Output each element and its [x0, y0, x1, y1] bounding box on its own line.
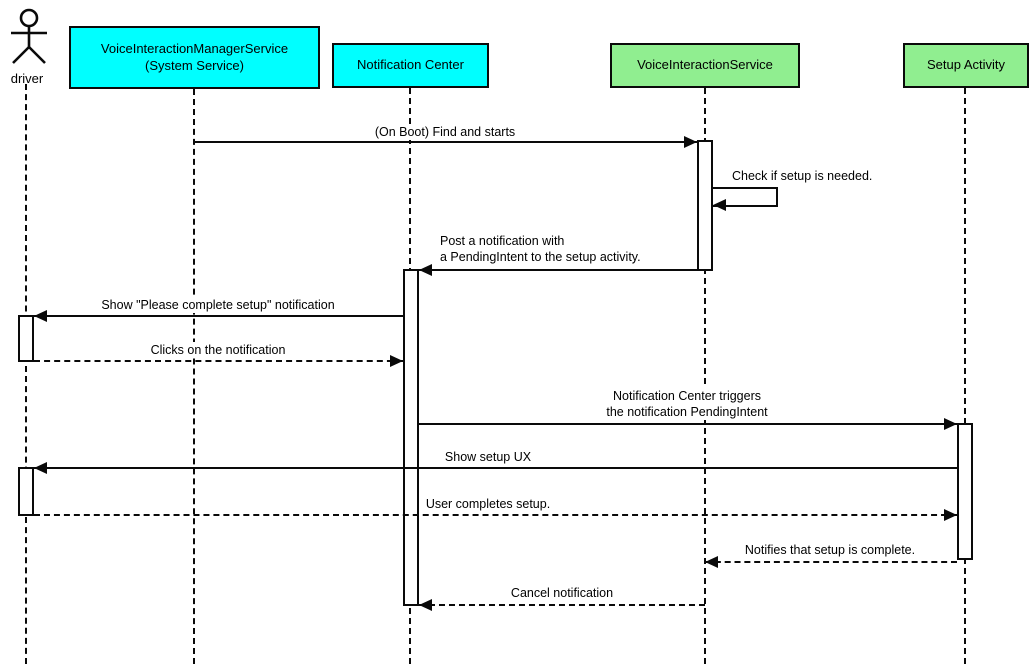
arrowhead — [390, 355, 403, 367]
arrowhead — [713, 199, 726, 211]
message-label-line1: Notification Center triggers — [611, 388, 763, 404]
message-label: Check if setup is needed. — [730, 168, 875, 184]
actor-label: driver — [10, 71, 44, 86]
participant-label-line1: VoiceInteractionManagerService — [100, 40, 289, 56]
message-label: Show "Please complete setup" notificatio… — [99, 297, 337, 313]
actor-icon — [11, 8, 47, 64]
arrowhead — [684, 136, 697, 148]
actor-driver: driver — [2, 7, 52, 86]
participant-box-voice-interaction-service: VoiceInteractionService — [610, 43, 800, 88]
message-line — [194, 141, 697, 143]
message-label: Show setup UX — [442, 449, 534, 465]
lifeline-setup-activity — [964, 88, 966, 664]
message-line — [419, 604, 705, 606]
message-label: Notifies that setup is complete. — [742, 542, 918, 558]
participant-label: VoiceInteractionService — [637, 57, 773, 73]
lifeline-voice-interaction-manager-service — [193, 89, 195, 664]
participant-label: Notification Center — [357, 57, 464, 73]
arrowhead — [419, 264, 432, 276]
message-label: User completes setup. — [423, 496, 553, 512]
activation-bar-notification-center — [403, 269, 419, 606]
message-label-line2: a PendingIntent to the setup activity. — [438, 249, 643, 265]
message-label-line1: Post a notification with — [438, 233, 567, 249]
activation-bar-driver-2 — [18, 467, 34, 516]
message-line — [34, 514, 957, 516]
message-line — [34, 467, 957, 469]
message-label-line2: the notification PendingIntent — [604, 404, 770, 420]
participant-label: Setup Activity — [926, 57, 1006, 73]
message-line — [419, 423, 957, 425]
arrowhead — [944, 418, 957, 430]
participant-label: VoiceInteractionManagerService (System S… — [101, 41, 288, 75]
message-label: (On Boot) Find and starts — [372, 124, 518, 140]
participant-box-voice-interaction-manager-service: VoiceInteractionManagerService (System S… — [69, 26, 320, 89]
participant-box-setup-activity: Setup Activity — [903, 43, 1029, 88]
message-line — [419, 269, 697, 271]
activation-bar-voice-interaction-service — [697, 140, 713, 271]
message-line — [34, 315, 403, 317]
participant-box-notification-center: Notification Center — [332, 43, 489, 88]
arrowhead — [705, 556, 718, 568]
message-line — [705, 561, 957, 563]
self-message-loop — [712, 187, 778, 207]
activation-bar-driver-1 — [18, 315, 34, 362]
arrowhead — [34, 462, 47, 474]
message-line — [34, 360, 403, 362]
arrowhead — [419, 599, 432, 611]
message-label: Cancel notification — [508, 585, 616, 601]
arrowhead — [34, 310, 47, 322]
participant-label-line2: (System Service) — [145, 57, 244, 73]
activation-bar-setup-activity — [957, 423, 973, 560]
message-label: Clicks on the notification — [148, 342, 288, 358]
arrowhead — [944, 509, 957, 521]
lifeline-voice-interaction-service — [704, 88, 706, 664]
lifeline-driver — [25, 84, 27, 664]
